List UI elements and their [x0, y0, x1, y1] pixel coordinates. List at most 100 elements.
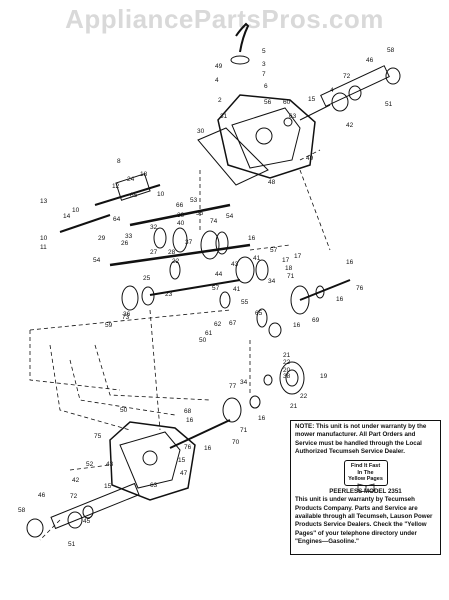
- callout: 17: [294, 253, 302, 260]
- badge-line: In The: [357, 469, 374, 476]
- callout: 37: [185, 239, 193, 246]
- shift-lever: [235, 22, 250, 53]
- callout: 51: [68, 541, 76, 548]
- callout: 49: [306, 155, 314, 162]
- callout: 32: [150, 224, 158, 231]
- callout: 38: [283, 373, 291, 380]
- callout: 27: [150, 249, 158, 256]
- callout: 63: [289, 113, 297, 120]
- callout: 4: [330, 87, 334, 94]
- callout: 53: [190, 197, 198, 204]
- callout: 71: [287, 273, 295, 280]
- note-top-text: NOTE: This unit is not under warranty by…: [295, 423, 427, 455]
- callout: 70: [232, 439, 240, 446]
- callout: 28: [168, 249, 176, 256]
- callout: 57: [212, 285, 220, 292]
- callout: 22: [300, 393, 308, 400]
- callout: 10: [157, 191, 165, 198]
- axle-collar: [385, 67, 401, 85]
- callout: 34: [268, 278, 276, 285]
- callout: 22: [172, 258, 180, 265]
- axle-collar-lower: [26, 518, 44, 538]
- callout: 22: [283, 359, 291, 366]
- note-bottom-text: This unit is under warranty by Tecumseh …: [295, 496, 433, 545]
- callout: 6: [264, 83, 268, 90]
- callout: 74: [210, 218, 218, 225]
- callout: 33: [125, 233, 133, 240]
- callout: 51: [385, 101, 393, 108]
- callout: 60: [283, 99, 291, 106]
- callout: 43: [106, 461, 114, 468]
- callout: 64: [113, 216, 121, 223]
- callout: 57: [270, 247, 278, 254]
- callout: 3: [262, 61, 266, 68]
- callout: 72: [343, 73, 351, 80]
- callout: 14: [63, 213, 71, 220]
- callout: 31: [220, 113, 228, 120]
- gear-35: [121, 285, 139, 311]
- model-name: PEERLESS MODEL 2351: [329, 488, 402, 496]
- callout: 45: [83, 518, 91, 525]
- gear-69: [290, 285, 310, 315]
- callout: 8: [117, 158, 121, 165]
- upper-housing: [217, 94, 316, 179]
- watermark: AppliancePartsPros.com: [65, 4, 384, 34]
- callout: 48: [268, 179, 276, 186]
- callout: 15: [104, 483, 112, 490]
- callout: 58: [18, 507, 26, 514]
- callout: 21: [283, 352, 291, 359]
- callout: 69: [312, 317, 320, 324]
- gasket: [197, 127, 269, 186]
- gear-22: [169, 260, 181, 280]
- callout: 49: [215, 63, 223, 70]
- callout: 25: [143, 275, 151, 282]
- callout: 72: [70, 493, 78, 500]
- badge-line: Yellow Pages: [348, 476, 383, 483]
- callout: 19: [320, 373, 328, 380]
- bevel-gear: [222, 397, 242, 423]
- callout: 76: [356, 285, 364, 292]
- callout-labels: 5 49 3 7 4 6 2 31 30 58 46 72 4 51 15 56…: [18, 47, 395, 548]
- callout: 4: [215, 77, 219, 84]
- callout: 18: [140, 171, 148, 178]
- callout: 24: [127, 176, 135, 183]
- shift-rod: [59, 214, 111, 233]
- callout: 54: [93, 257, 101, 264]
- callout: 42: [72, 477, 80, 484]
- callout: 10: [72, 207, 80, 214]
- callout: 43: [231, 261, 239, 268]
- ring-gear: [279, 361, 305, 395]
- callout: 16: [293, 322, 301, 329]
- callout: 55: [241, 299, 249, 306]
- callout: 39: [177, 212, 185, 219]
- callout: 59: [105, 322, 113, 329]
- lever-boot: [230, 55, 250, 65]
- callout: 47: [180, 470, 188, 477]
- callout: 34: [240, 379, 248, 386]
- callout: 50: [120, 407, 128, 414]
- yellow-pages-badge: Find It Fast In The Yellow Pages: [343, 460, 388, 492]
- callout: 58: [387, 47, 395, 54]
- callout: 40: [177, 220, 185, 227]
- callout: 61: [205, 330, 213, 337]
- callout: 11: [40, 244, 47, 251]
- callout: 44: [215, 271, 223, 278]
- badge-line: Find It Fast: [350, 463, 381, 470]
- callout: 46: [38, 492, 46, 499]
- callout: 54: [226, 213, 234, 220]
- callout: 17: [282, 257, 290, 264]
- callout: 77: [229, 383, 237, 390]
- callout: 16: [248, 235, 256, 242]
- callout: 65: [255, 310, 263, 317]
- lower-housing: [109, 421, 196, 501]
- callout: 12: [112, 183, 120, 190]
- axle-upper-right: [320, 65, 390, 107]
- callout: 65: [130, 192, 138, 199]
- callout: 23: [165, 291, 173, 298]
- callout: 73: [122, 314, 130, 321]
- callout: 63: [150, 482, 158, 489]
- callout: 15: [308, 96, 316, 103]
- callout: 16: [336, 296, 344, 303]
- warranty-note: NOTE: This unit is not under warranty by…: [290, 420, 441, 555]
